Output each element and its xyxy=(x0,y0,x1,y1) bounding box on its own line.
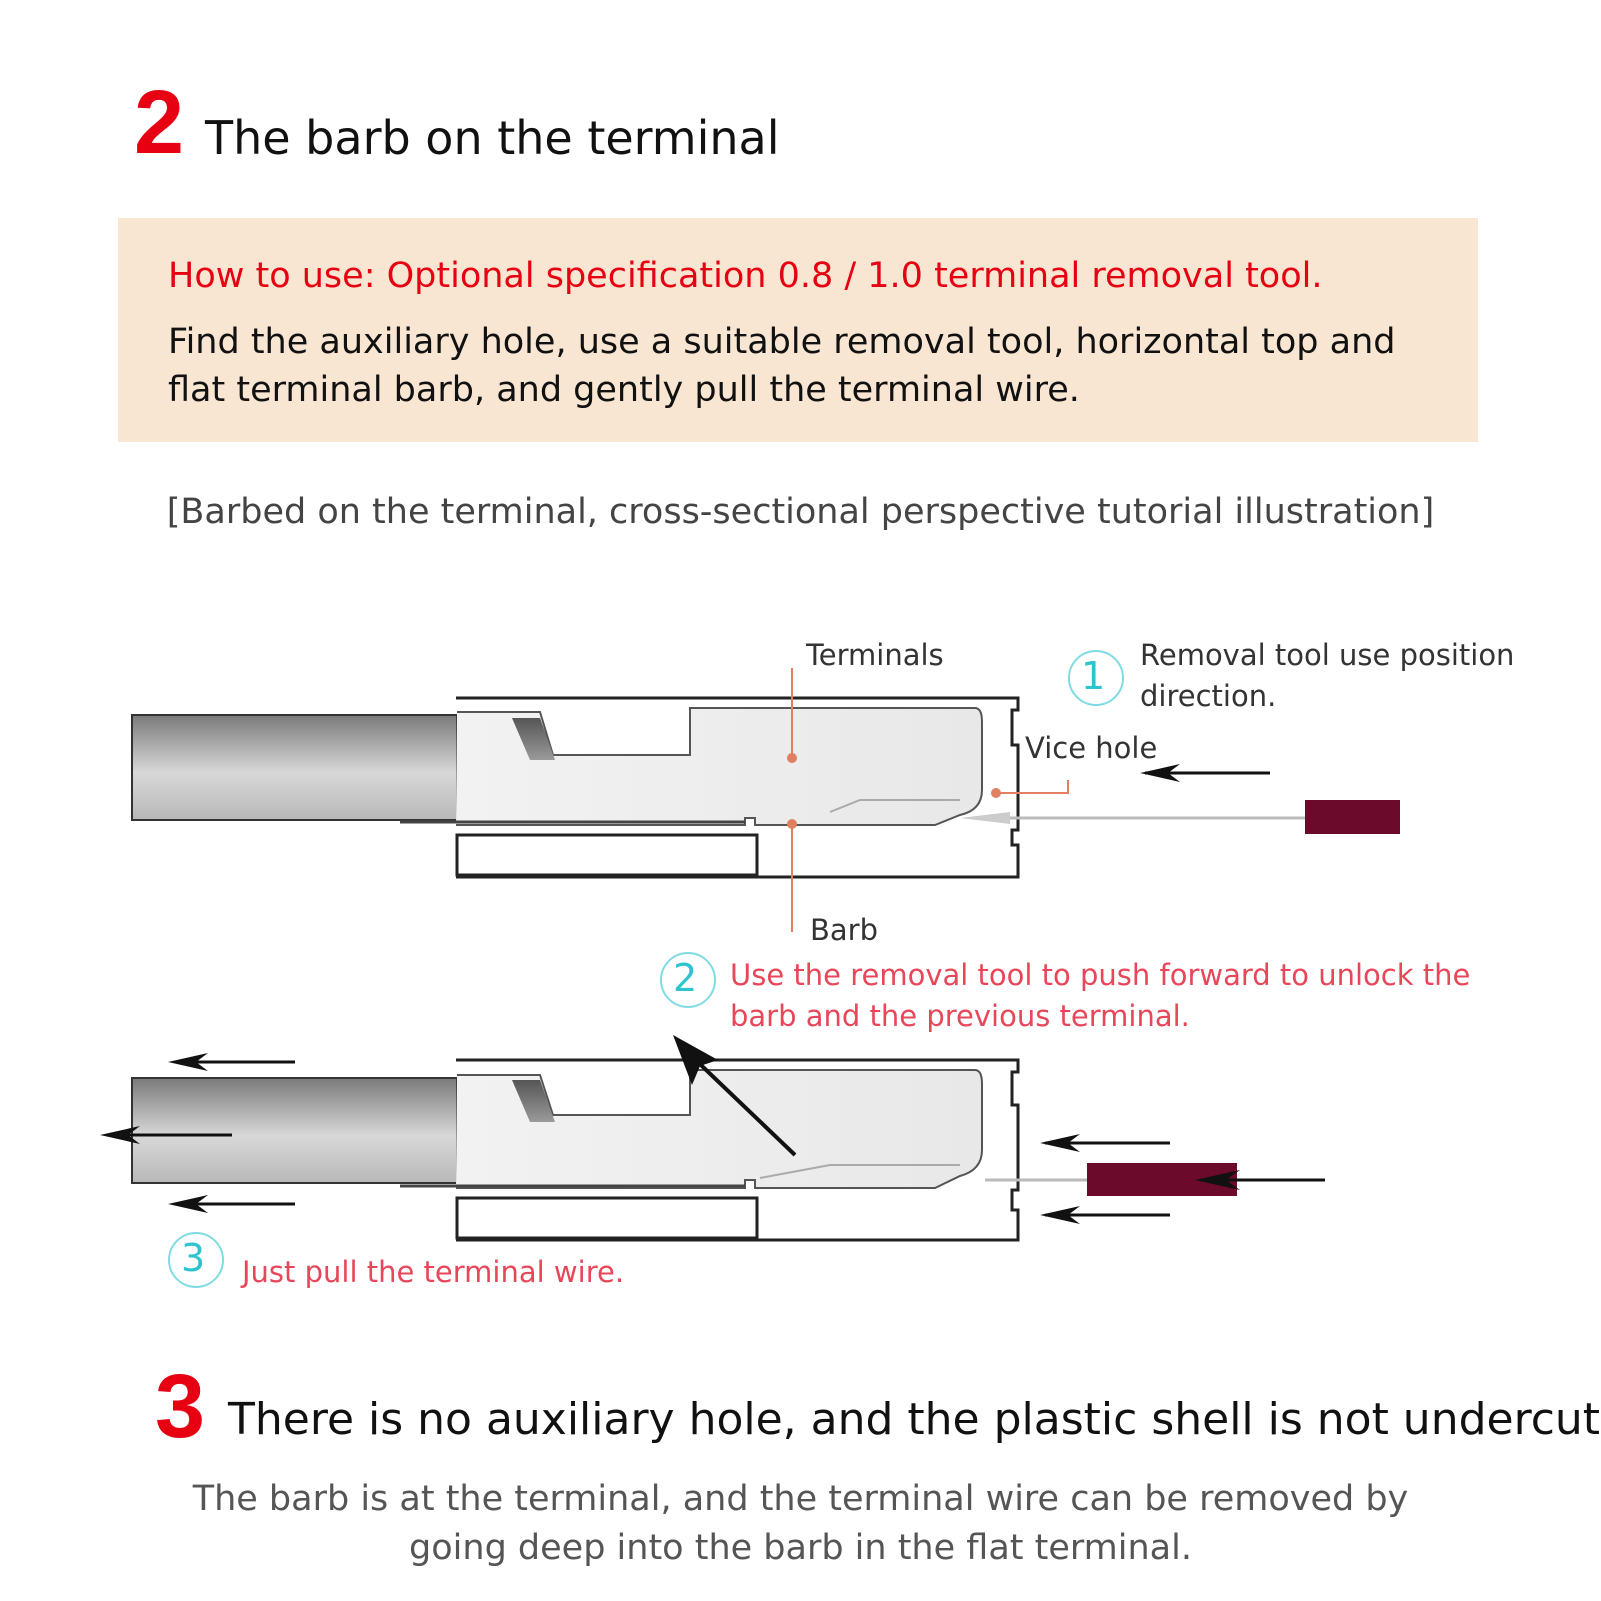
label-barb: Barb xyxy=(810,913,878,947)
terminal-cross-section-diagram xyxy=(100,668,1400,1242)
housing-outline-top xyxy=(456,696,1020,879)
step-3-number: 3 xyxy=(181,1236,206,1280)
how-to-heading: How to use: Optional specification 0.8 /… xyxy=(168,256,1323,296)
illustration-caption: [Barbed on the terminal, cross-sectional… xyxy=(166,492,1435,532)
step-2-number: 2 xyxy=(673,956,698,1000)
crimp-top xyxy=(512,718,555,760)
section-2-title: The barb on the terminal xyxy=(205,111,780,165)
wire-top xyxy=(131,714,458,821)
tool-handle-top xyxy=(1305,800,1400,834)
section-3-body-line1: The barb is at the terminal, and the ter… xyxy=(192,1479,1409,1519)
section-3-title: There is no auxiliary hole, and the plas… xyxy=(228,1394,1601,1445)
barb-spring-bottom xyxy=(759,1164,960,1179)
step-2-text-line2: barb and the previous terminal. xyxy=(730,999,1190,1033)
section-2-number: 2 xyxy=(134,73,185,173)
connector-bottom xyxy=(100,1035,1325,1242)
wire-bottom xyxy=(131,1077,458,1184)
step-3-ring xyxy=(168,1232,224,1288)
label-vice-hole: Vice hole xyxy=(1025,731,1158,765)
connector-top xyxy=(131,668,1400,932)
housing-rib-top xyxy=(455,833,759,877)
step-3-text: Just pull the terminal wire. xyxy=(242,1255,625,1289)
step-2-text-line1: Use the removal tool to push forward to … xyxy=(730,958,1471,992)
step-1-ring xyxy=(1068,650,1124,706)
terminal-body-top xyxy=(456,707,983,826)
label-terminals: Terminals xyxy=(806,638,944,672)
section-3-body-line2: going deep into the barb in the flat ter… xyxy=(409,1528,1192,1568)
section-3-body: The barb is at the terminal, and the ter… xyxy=(0,1475,1601,1573)
step-1-text-line2: direction. xyxy=(1140,679,1277,713)
how-to-box xyxy=(118,218,1478,442)
step-1-number: 1 xyxy=(1081,654,1106,698)
crimp-bottom xyxy=(512,1080,555,1122)
step-2-ring xyxy=(660,952,716,1008)
barb-spring-top xyxy=(829,799,960,813)
housing-outline-bottom xyxy=(456,1058,1020,1242)
housing-rib-bottom xyxy=(455,1196,759,1240)
section-3-number: 3 xyxy=(155,1357,206,1457)
step-1-text-line1: Removal tool use position xyxy=(1140,638,1515,672)
terminal-body-bottom xyxy=(456,1069,983,1189)
how-to-body: Find the auxiliary hole, use a suitable … xyxy=(168,322,1396,410)
